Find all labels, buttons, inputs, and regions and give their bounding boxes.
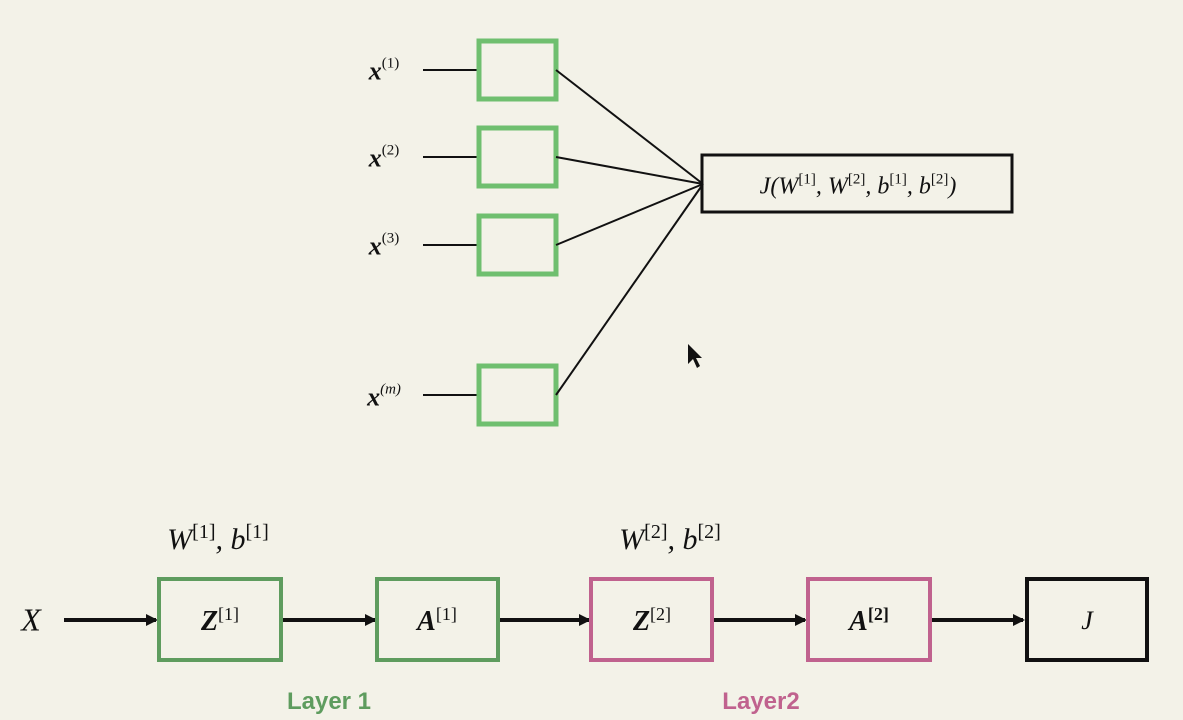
cost-function-label: J(W[1], W[2], b[1], b[2]): [759, 171, 957, 200]
params-layer1-label: W[1], b[1]: [167, 521, 269, 556]
input-label-3: x(3): [368, 230, 400, 261]
fanin-line-3: [555, 183, 704, 246]
fanin-line-1: [555, 69, 704, 185]
example-box-3: [476, 213, 559, 277]
fanin-line-m: [555, 183, 704, 396]
layer2-label: Layer2: [722, 688, 800, 715]
input-label-2: x(2): [368, 142, 400, 173]
fanin-line-2: [555, 156, 704, 185]
cost-box: [700, 153, 1014, 214]
node-box-j: [1025, 577, 1149, 662]
node-box-a2: [806, 577, 932, 662]
input-x-label: X: [21, 601, 41, 638]
example-box-2: [476, 125, 559, 189]
node-box-z2: [589, 577, 714, 662]
node-label-a1: A[1]: [417, 604, 457, 637]
input-label-1: x(1): [368, 55, 400, 86]
example-box-m: [476, 363, 559, 427]
example-box-1: [476, 38, 559, 102]
node-box-a1: [375, 577, 500, 662]
node-label-a2: A[2]: [849, 604, 889, 637]
layer1-label: Layer 1: [286, 688, 372, 715]
node-box-z1: [157, 577, 283, 662]
input-label-m: x(m): [367, 381, 401, 412]
mouse-cursor-icon: [688, 344, 702, 368]
params-layer2-label: W[2], b[2]: [619, 521, 721, 556]
node-label-j: J: [1081, 606, 1093, 635]
node-label-z2: Z[2]: [632, 604, 672, 637]
node-label-z1: Z[1]: [200, 604, 240, 637]
